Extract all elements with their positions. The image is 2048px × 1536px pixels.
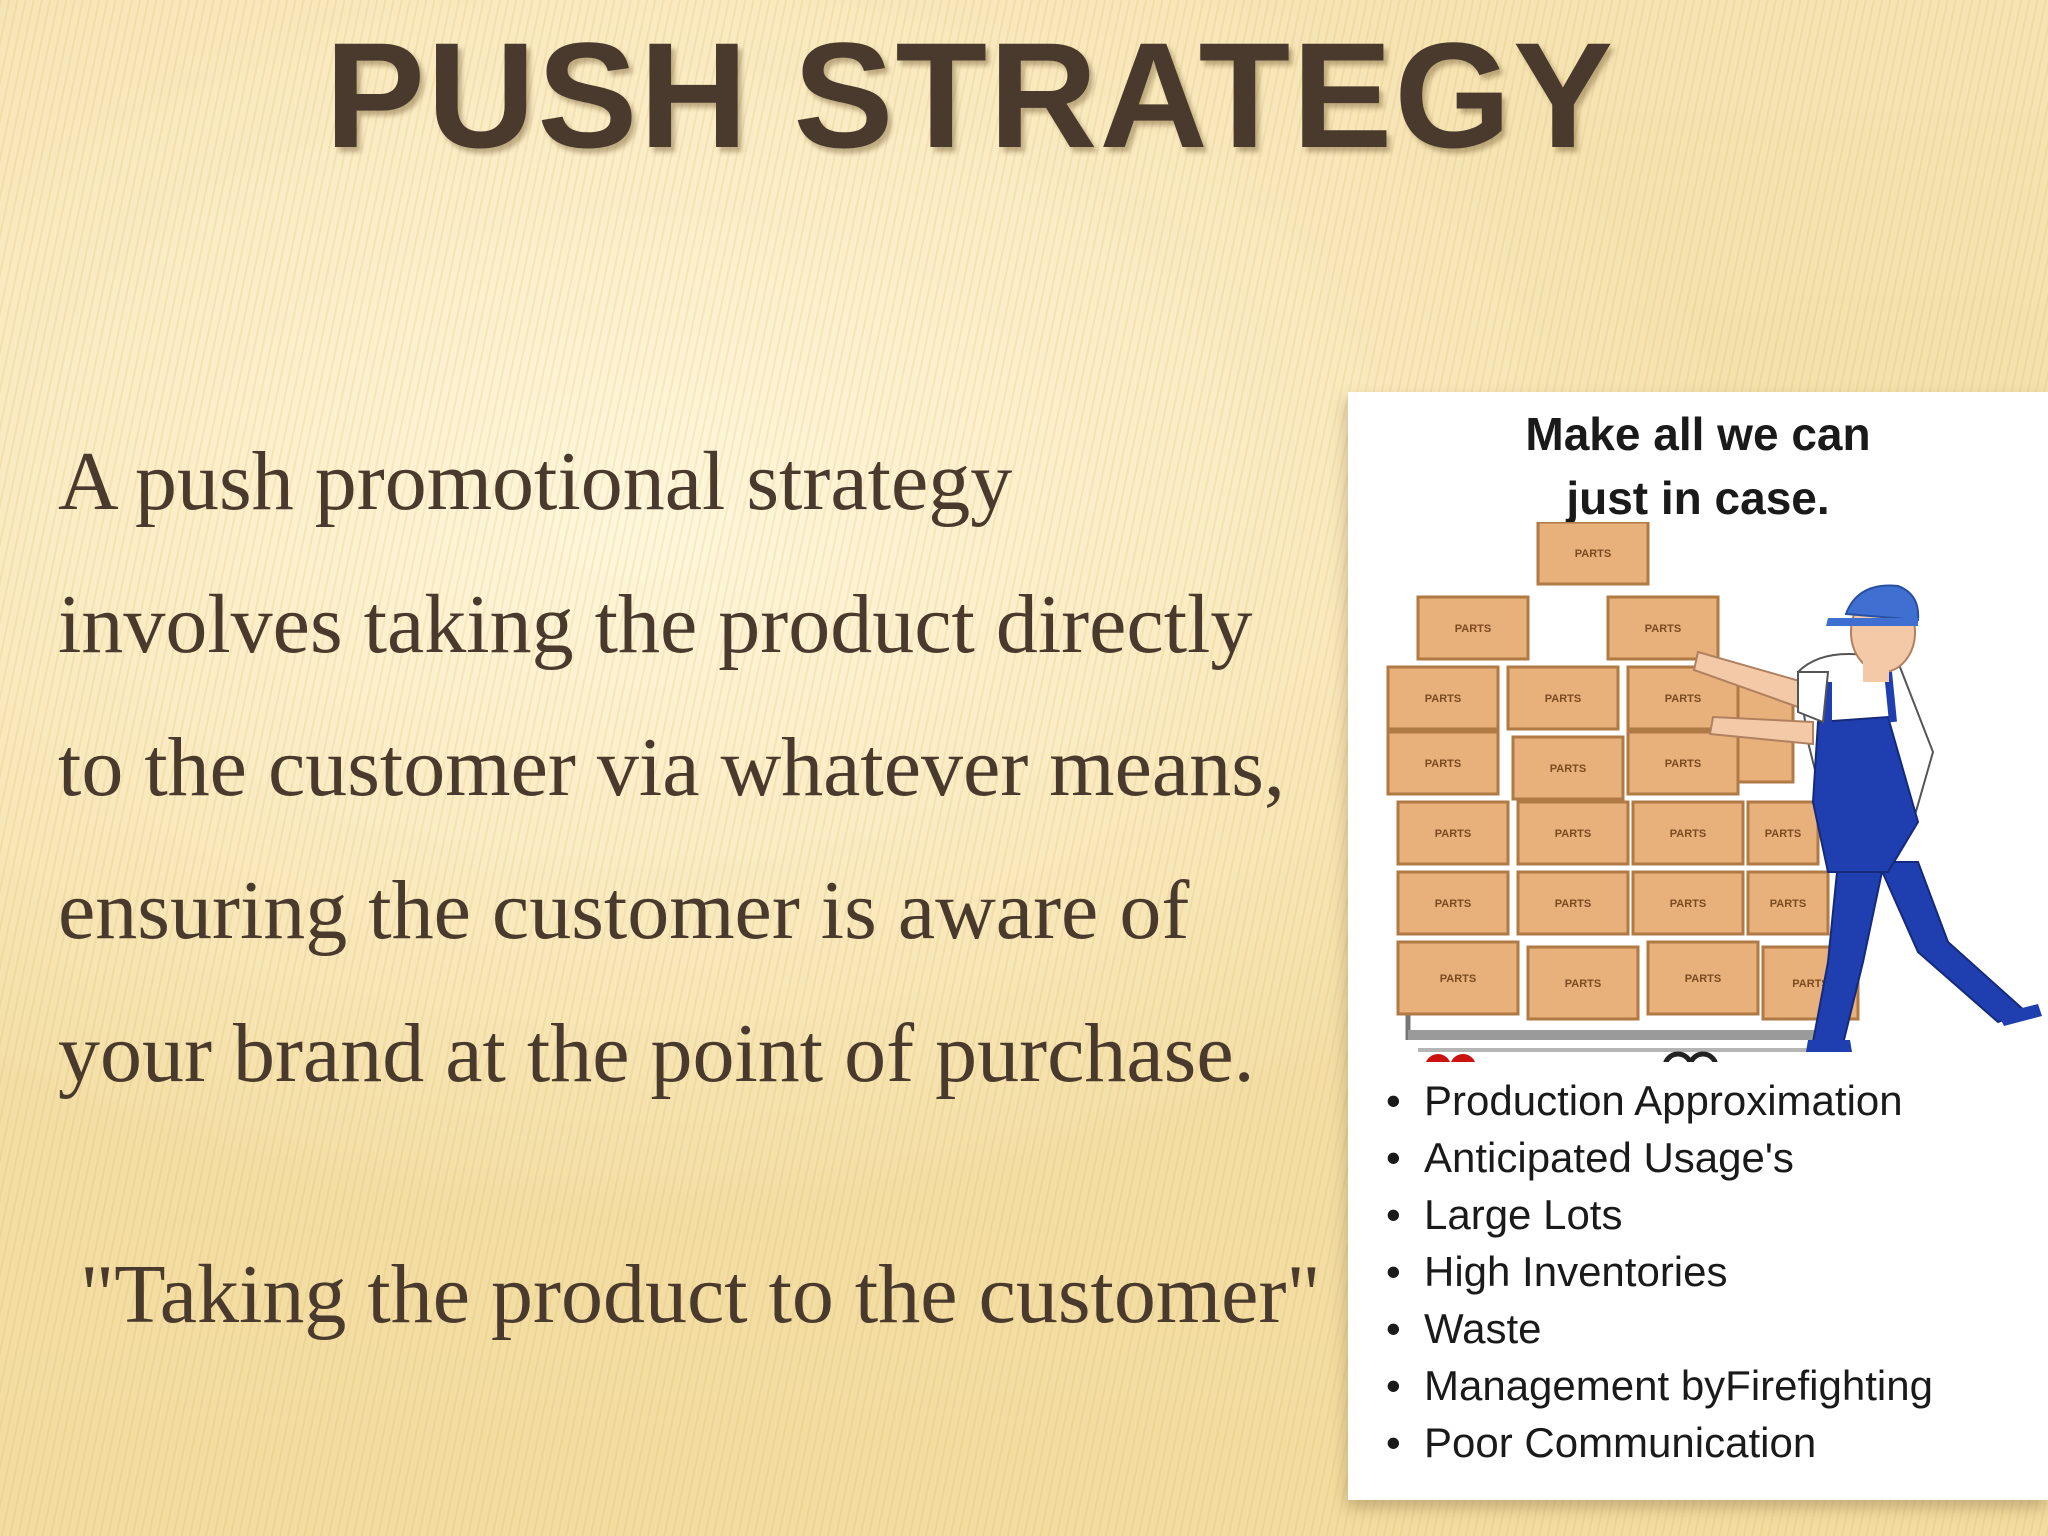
box-icon: PARTS [1511, 735, 1625, 801]
box-icon: PARTS [1386, 665, 1500, 731]
box-label: PARTS [1575, 548, 1611, 560]
box-label: PARTS [1565, 978, 1601, 990]
box-label: PARTS [1425, 693, 1461, 705]
bullet-item: High Inventories [1386, 1243, 1933, 1300]
bullet-item: Production Approximation [1386, 1072, 1933, 1129]
box-icon: PARTS [1516, 870, 1630, 936]
bullet-item: Waste [1386, 1300, 1933, 1357]
box-icon: PARTS [1626, 730, 1740, 796]
bullet-item: Anticipated Usage's [1386, 1129, 1933, 1186]
illustration-heading-line: just in case. [1566, 472, 1830, 524]
body-line: to the customer via whatever means, [58, 721, 1285, 814]
box-icon: PARTS [1386, 730, 1500, 796]
box-label: PARTS [1645, 623, 1681, 635]
box-label: PARTS [1670, 828, 1706, 840]
box-label: PARTS [1440, 973, 1476, 985]
box-icon: PARTS [1746, 800, 1820, 866]
body-line: involves taking the product directly [58, 578, 1253, 671]
box-label: PARTS [1792, 978, 1828, 990]
box-label: PARTS [1425, 758, 1461, 770]
box-icon: PARTS [1646, 940, 1760, 1016]
box-icon: PARTS [1506, 665, 1620, 731]
body-line: A push promotional strategy [58, 435, 1013, 528]
bullet-item: Large Lots [1386, 1186, 1933, 1243]
slide-title: PUSH STRATEGY [324, 11, 1615, 179]
bullet-list: Production Approximation Anticipated Usa… [1386, 1072, 1933, 1471]
box-icon: PARTS [1606, 595, 1720, 661]
box-label: PARTS [1665, 693, 1701, 705]
cart-wheel-icon [1663, 1051, 1718, 1062]
worker-icon [1692, 584, 2042, 1052]
body-line: ensuring the customer is aware of [58, 864, 1190, 957]
body-paragraph: A push promotional strategy involves tak… [58, 410, 1458, 1125]
box-icon: PARTS [1416, 595, 1530, 661]
box-label: PARTS [1555, 898, 1591, 910]
illustration-heading-line: Make all we can [1525, 408, 1871, 460]
box-label: PARTS [1435, 828, 1471, 840]
box-icon: PARTS [1396, 800, 1510, 866]
box-label: PARTS [1765, 828, 1801, 840]
box-label: PARTS [1455, 623, 1491, 635]
bullet-item: Management byFirefighting [1386, 1357, 1933, 1414]
bullet-item: Poor Communication [1386, 1414, 1933, 1471]
box-label: PARTS [1555, 828, 1591, 840]
box-label: PARTS [1770, 898, 1806, 910]
box-icon: PARTS [1746, 870, 1830, 936]
box-label: PARTS [1665, 758, 1701, 770]
box-icon: PARTS [1536, 522, 1650, 586]
box-icon: PARTS [1526, 945, 1640, 1021]
box-icon: PARTS [1631, 800, 1745, 866]
box-icon: PARTS [1396, 870, 1510, 936]
tagline-quote: "Taking the product to the customer" [80, 1248, 1321, 1341]
box-icon: PARTS [1631, 870, 1745, 936]
box-label: PARTS [1685, 973, 1721, 985]
cart-wheel-icon [1426, 1054, 1475, 1062]
box-label: PARTS [1435, 898, 1471, 910]
box-stack: PARTS PARTS PARTS PARTS PARTS PARTS PARTS PARTS… [1386, 522, 1860, 1021]
box-icon: PARTS [1396, 940, 1520, 1016]
box-label: PARTS [1550, 763, 1586, 775]
body-line: your brand at the point of purchase. [58, 1007, 1255, 1100]
illustration-heading: Make all we can just in case. [1348, 402, 2048, 530]
box-icon: PARTS [1516, 800, 1630, 866]
box-label: PARTS [1545, 693, 1581, 705]
box-label: PARTS [1670, 898, 1706, 910]
worker-pushing-boxes-illustration: PARTS PARTS PARTS PARTS PARTS PARTS PARTS PARTS… [1386, 522, 2042, 1062]
